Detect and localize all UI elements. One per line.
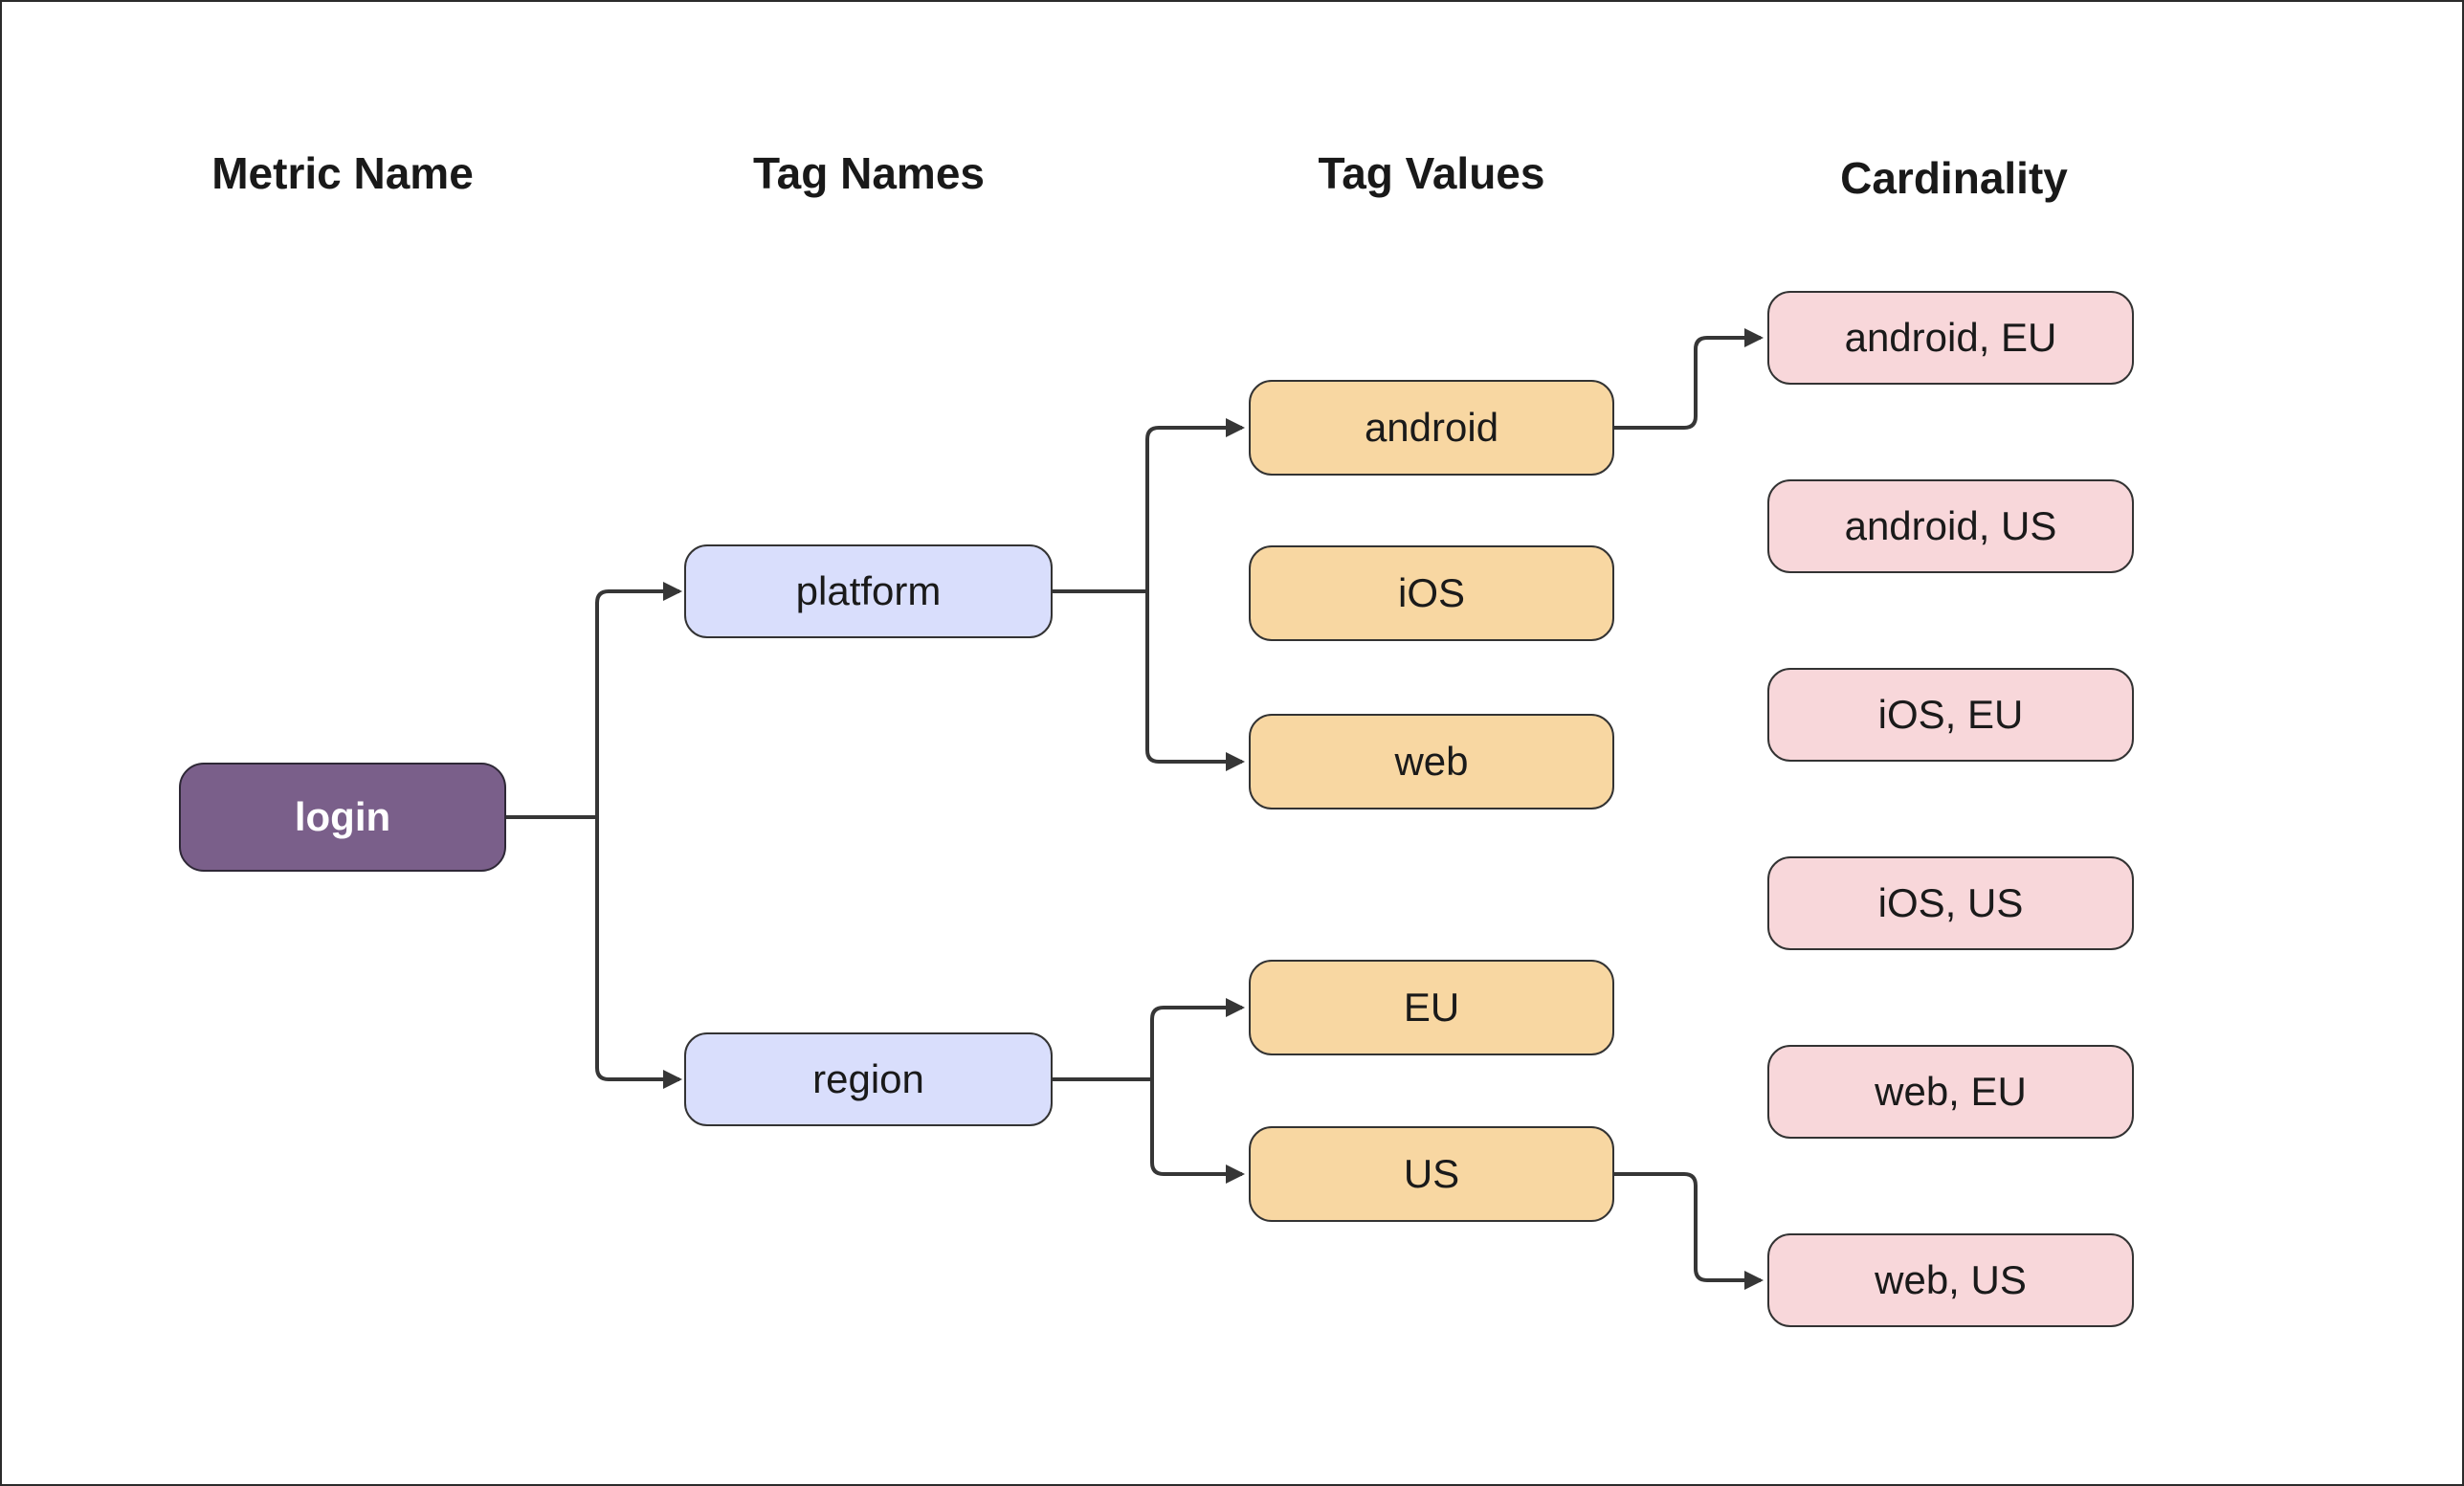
edge-login-platform — [595, 582, 682, 817]
edge-platform-web — [1145, 591, 1245, 771]
node-ios-us: iOS, US — [1767, 856, 2134, 950]
column-header-metric-name: Metric Name — [211, 148, 474, 198]
node-ios-eu: iOS, EU — [1767, 668, 2134, 762]
node-login: login — [179, 763, 506, 872]
edge-login-region — [595, 817, 682, 1089]
node-web: web — [1249, 714, 1614, 810]
node-platform: platform — [684, 544, 1053, 638]
node-android-us: android, US — [1767, 479, 2134, 573]
node-web-us: web, US — [1767, 1233, 2134, 1327]
edge-platform-android — [1145, 418, 1245, 591]
node-android-eu: android, EU — [1767, 291, 2134, 385]
edge-region-eu — [1150, 998, 1245, 1079]
column-header-tag-names: Tag Names — [752, 148, 986, 198]
node-ios: iOS — [1249, 545, 1614, 641]
edge-region-us — [1150, 1079, 1245, 1184]
node-eu: EU — [1249, 960, 1614, 1055]
column-header-tag-values: Tag Values — [1318, 148, 1545, 198]
node-android: android — [1249, 380, 1614, 476]
node-us: US — [1249, 1126, 1614, 1222]
edge-android-android-eu — [1614, 328, 1764, 430]
node-web-eu: web, EU — [1767, 1045, 2134, 1139]
column-header-cardinality: Cardinality — [1840, 153, 2068, 203]
edge-us-web-us — [1614, 1172, 1764, 1290]
node-region: region — [684, 1032, 1053, 1126]
